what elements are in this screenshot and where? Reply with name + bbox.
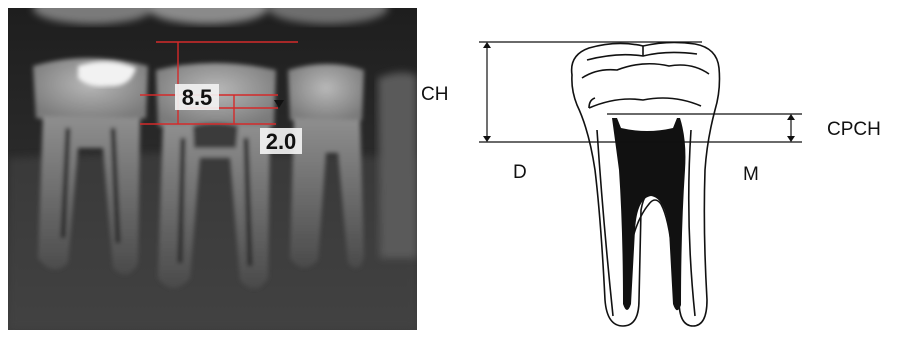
ch-arrow-top (483, 42, 491, 48)
tooth-schematic: CH CPCH D M (417, 0, 902, 337)
pulp-chamber-and-canals (612, 118, 685, 310)
ch-label: CH (421, 84, 448, 105)
mesial-label: M (743, 164, 759, 185)
pulp-chamber-measurement: 2.0 (266, 129, 297, 154)
crown-height-measurement: 8.5 (182, 85, 213, 110)
dental-radiograph: 8.5 2.0 (8, 8, 417, 330)
molar-far-right (378, 72, 417, 258)
distal-label: D (513, 162, 527, 183)
cpch-label: CPCH (827, 119, 881, 140)
ch-arrow-bottom (483, 136, 491, 142)
cpch-arrow-top (787, 114, 795, 120)
upper-teeth (33, 8, 388, 24)
cpch-arrow-bottom (787, 136, 795, 142)
